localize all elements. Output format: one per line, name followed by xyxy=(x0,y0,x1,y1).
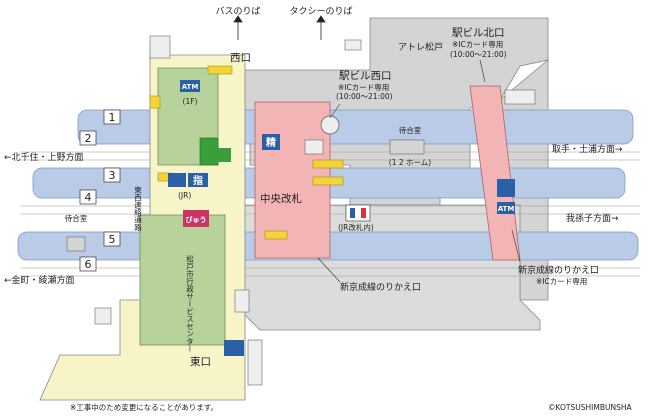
restroom-east-icon xyxy=(224,340,244,356)
jr-ticket-caption: (JR) xyxy=(178,191,191,200)
west-exit-label: 西口 xyxy=(230,52,251,64)
building-service-center xyxy=(139,214,226,346)
station-bldg-west-label: 駅ビル西口 xyxy=(339,70,392,82)
stairs xyxy=(94,35,536,386)
waiting-room-left-box xyxy=(66,236,86,252)
east-exit-label: 東口 xyxy=(190,355,211,368)
svg-text:精: 精 xyxy=(266,136,276,149)
platform-number-4: 4 xyxy=(85,191,92,204)
corridor-label: 東西連絡通路 xyxy=(133,185,142,232)
svg-text:ATM: ATM xyxy=(498,205,515,213)
view-plaza-label: びゅう xyxy=(186,215,207,224)
escalators xyxy=(149,65,344,240)
svg-text:ATM: ATM xyxy=(182,83,199,91)
platform-number-boxes xyxy=(79,109,121,272)
ticket-office-icon: 指 xyxy=(168,173,208,187)
platform-number-6: 6 xyxy=(85,258,92,271)
atre-label: アトレ松戸 xyxy=(398,41,443,53)
taxi-stand-label: タクシーのりば xyxy=(289,6,352,17)
jr-midori-icon xyxy=(217,148,231,162)
platform-number-1: 1 xyxy=(109,111,116,124)
shinkeisei-transfer-corridor xyxy=(469,85,521,261)
shinkeisei-transfer-2-note: ※ICカード専用 xyxy=(536,276,587,286)
platform-number-2: 2 xyxy=(85,132,92,145)
kanamachi-direction: ←金町・綾瀬方面 xyxy=(4,274,75,286)
svg-text:指: 指 xyxy=(193,174,203,187)
atm-floor-label: (1F) xyxy=(183,97,198,106)
shinkeisei-transfer-1: 新京成線のりかえ口 xyxy=(340,281,421,293)
kitasenju-direction: ←北千住・上野方面 xyxy=(4,151,84,163)
jr-gate-inner-label: (JR改札内) xyxy=(338,222,374,232)
station-bldg-north-label: 駅ビル北口 xyxy=(452,27,505,39)
atm-icon: ATM xyxy=(180,80,200,92)
waiting-room-left-label: 待合室 xyxy=(65,213,88,223)
leader-lines xyxy=(317,59,521,283)
waiting-room-right-label: 待合室 xyxy=(399,125,422,135)
station-bldg-north-note: ※ICカード専用 xyxy=(452,39,503,49)
abiko-direction: 我孫子方面→ xyxy=(566,212,619,224)
station-bldg-west-hours: (10:00〜21:00) xyxy=(336,92,393,101)
escalator-clock-icon xyxy=(320,115,340,135)
toride-direction: 取手・土浦方面→ xyxy=(552,143,623,155)
footer-note: ※工事中のため変更になることがあります。 xyxy=(70,402,218,412)
waiting-room-right-box xyxy=(389,139,425,155)
platform-number-3: 3 xyxy=(109,169,116,182)
station-bldg-west-note: ※ICカード専用 xyxy=(338,82,389,92)
city-service-center-label: 松戸市行政サービスセンター xyxy=(185,254,194,353)
waiting-room-right-platforms: (1 2 ホーム) xyxy=(389,158,432,167)
restroom-icon xyxy=(345,204,371,222)
platform-number-5: 5 xyxy=(109,233,116,246)
exit-arrows xyxy=(233,15,326,40)
atm2-icon: ATM xyxy=(497,202,515,214)
bus-stop-label: バスのりば xyxy=(215,6,260,17)
seisan-icon: 精 xyxy=(262,134,280,150)
key-locker-icon xyxy=(497,179,515,197)
station-bldg-north-hours: (10:00〜21:00) xyxy=(450,50,507,59)
shinkeisei-transfer-2: 新京成線のりかえ口 xyxy=(518,264,599,276)
central-gate-label: 中央改札 xyxy=(260,192,302,205)
copyright: ©KOTSUSHIMBUNSHA xyxy=(548,403,632,412)
